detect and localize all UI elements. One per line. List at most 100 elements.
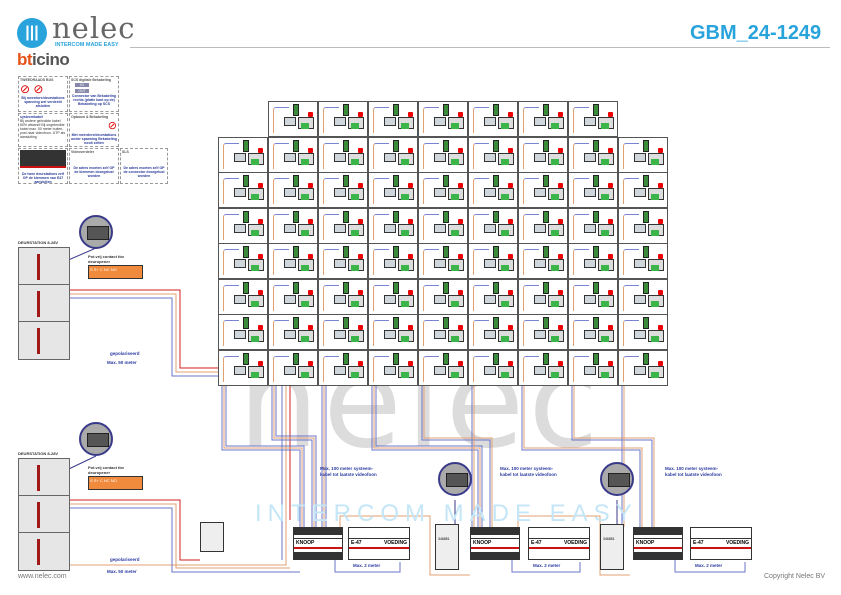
apartment-cell	[218, 314, 268, 350]
connector-icon	[443, 317, 449, 329]
module-icon	[548, 152, 564, 165]
voeding-label: VOEDING	[383, 540, 407, 546]
apartment-cell	[268, 136, 318, 173]
connector-icon	[543, 281, 549, 294]
apartment-cell	[518, 243, 568, 279]
connector-icon	[493, 210, 499, 223]
bticino-logo: bticino	[17, 50, 70, 69]
button-icon	[608, 147, 613, 153]
button-icon	[258, 147, 263, 153]
cable	[623, 355, 639, 382]
button-icon	[308, 325, 313, 330]
videophone-icon	[284, 294, 296, 304]
button-icon	[658, 360, 663, 366]
door-station-label: DEURSTATION 8-28V	[18, 240, 59, 245]
cable	[473, 213, 489, 240]
module-icon	[598, 188, 614, 200]
module-icon	[598, 365, 614, 378]
connector-icon	[543, 210, 549, 223]
module-icon	[648, 259, 664, 271]
apartment-cell	[468, 349, 518, 386]
cable	[523, 178, 539, 204]
connector-icon	[643, 210, 649, 223]
cable	[223, 355, 239, 382]
cable	[223, 284, 239, 311]
button-icon	[508, 360, 513, 366]
connector-icon	[243, 246, 249, 258]
videophone-icon	[234, 152, 246, 162]
module-icon	[448, 117, 464, 129]
connector-icon	[243, 281, 249, 294]
apartment-cell	[218, 172, 268, 208]
apartment-cell	[218, 243, 268, 279]
apartment-cell	[568, 314, 618, 350]
module-icon	[598, 259, 614, 271]
button-icon	[558, 112, 563, 117]
button-icon	[608, 183, 613, 188]
button-icon	[508, 112, 513, 117]
button-icon	[358, 112, 363, 117]
connector-icon	[243, 317, 249, 329]
cable	[373, 178, 389, 204]
module-icon	[448, 365, 464, 378]
connector-icon	[443, 175, 449, 187]
cable	[323, 178, 339, 204]
button-icon	[458, 183, 463, 188]
connector-icon	[543, 317, 549, 329]
button-icon	[558, 289, 563, 295]
wire-note: gepolariseerd	[110, 557, 140, 562]
apartment-cell	[368, 136, 418, 173]
module-icon	[398, 259, 414, 271]
apartment-cell	[618, 136, 668, 173]
connector-icon	[243, 210, 249, 223]
videophone-icon	[584, 152, 596, 162]
cable	[273, 355, 289, 382]
module-icon	[298, 259, 314, 271]
videophone-icon	[434, 117, 446, 126]
cable	[573, 107, 589, 133]
button-icon	[558, 218, 563, 224]
button-icon	[558, 147, 563, 153]
videophone-icon	[534, 117, 546, 126]
videophone-icon	[384, 330, 396, 339]
website[interactable]: www.nelec.com	[18, 573, 67, 580]
cable	[373, 249, 389, 275]
cable-length-note: Max. 100 meter systeem-kabel tot laatste…	[500, 466, 557, 477]
door-relay-terminal: S S+ C NC NO	[88, 476, 143, 490]
button-icon	[658, 325, 663, 330]
cable	[423, 213, 439, 240]
door-relay-terminal: S S+ C NC NO	[88, 265, 143, 279]
button-icon	[558, 360, 563, 366]
button-icon	[308, 218, 313, 224]
video-distributor: 346851	[600, 524, 624, 570]
apartment-cell	[368, 278, 418, 315]
button-icon	[308, 183, 313, 188]
button-icon	[408, 254, 413, 259]
videophone-icon	[534, 330, 546, 339]
videophone-icon	[434, 188, 446, 197]
legend-e47: De twee deurstations zelf OP de klemmen …	[18, 148, 68, 184]
apartment-cell	[568, 243, 618, 279]
videophone-icon	[584, 365, 596, 375]
module-icon	[348, 223, 364, 236]
cable	[273, 142, 289, 169]
module-icon	[398, 223, 414, 236]
nelec-logo-icon: |||	[17, 18, 47, 48]
module-icon	[598, 117, 614, 129]
apartment-cell	[218, 349, 268, 386]
apartment-cell	[518, 314, 568, 350]
module-icon	[348, 152, 364, 165]
connector-icon	[543, 246, 549, 258]
distance-note: Max. 50 meter	[107, 360, 137, 365]
module-icon	[398, 152, 414, 165]
module-icon	[248, 365, 264, 378]
connector-icon	[393, 175, 399, 187]
apartment-cell	[618, 349, 668, 386]
brand-tagline: INTERCOM MADE EASY	[55, 42, 119, 48]
button-icon	[258, 183, 263, 188]
copyright: Copyright Nelec BV	[764, 573, 826, 580]
cable	[323, 284, 339, 311]
cable	[373, 107, 389, 133]
videophone-icon	[534, 188, 546, 197]
